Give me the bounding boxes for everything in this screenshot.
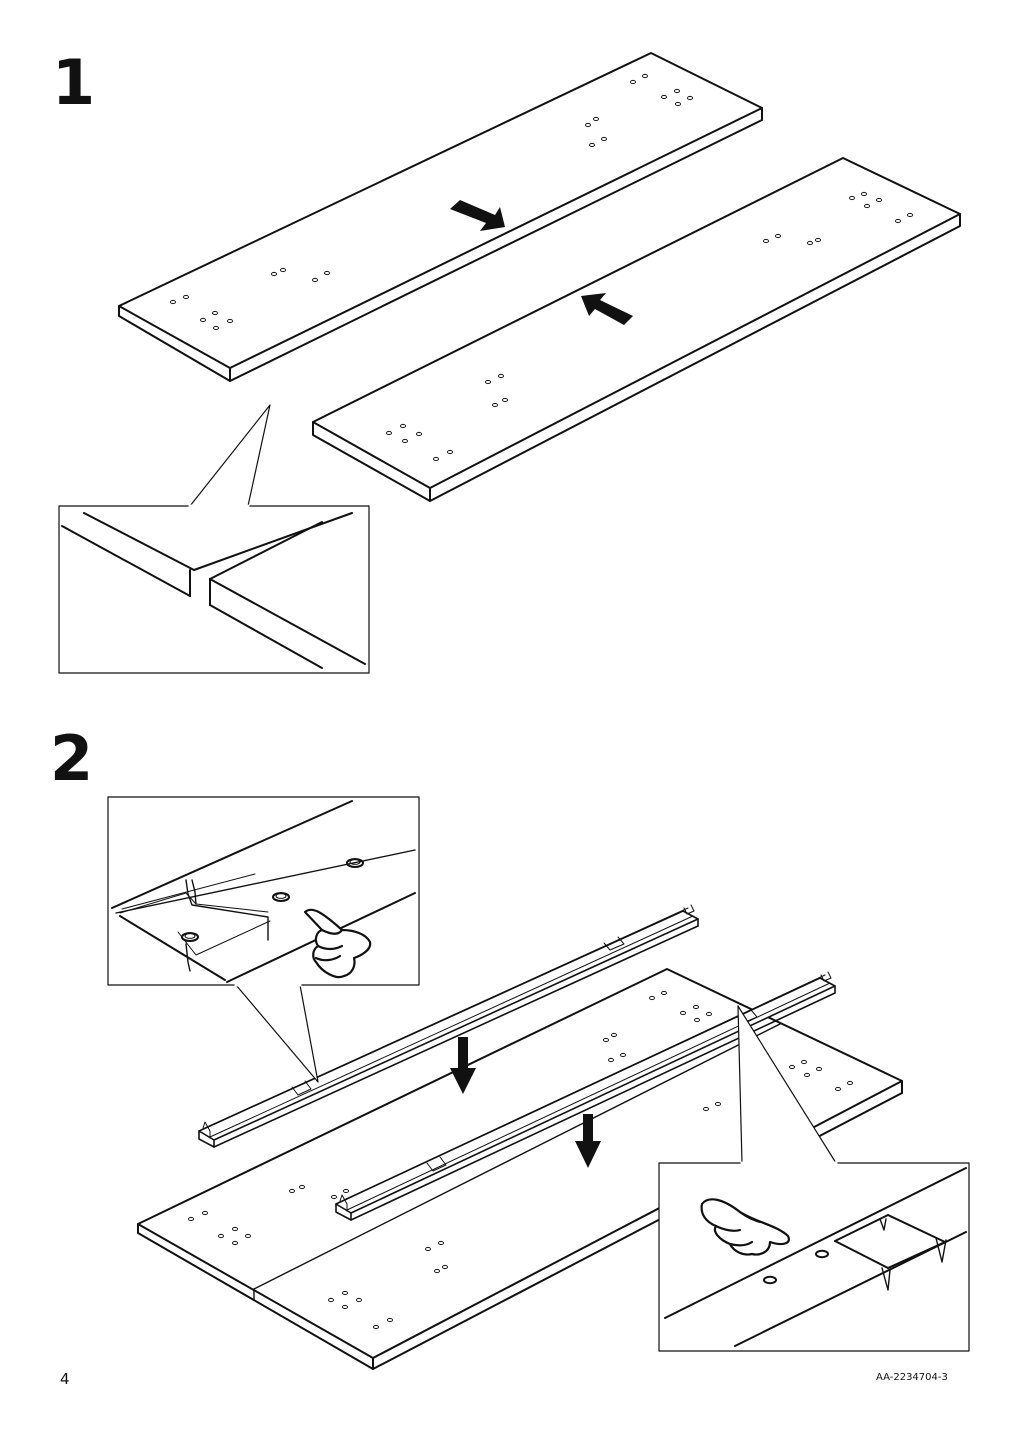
step-2-detail-callout-left [107, 796, 420, 1083]
arrow-left-icon [581, 293, 633, 325]
pointing-hand-icon [700, 1198, 790, 1256]
step-2-panels [137, 968, 903, 1370]
arrow-down-icon [575, 1114, 601, 1168]
document-code: AA-2234704-3 [876, 1372, 948, 1383]
metal-rail-left [198, 904, 699, 1148]
step-1-panel-bottom [312, 157, 961, 502]
arrow-down-icon [450, 1037, 476, 1094]
page-number: 4 [60, 1370, 70, 1388]
step-1-number: 1 [52, 46, 96, 119]
step-2-detail-callout-right [658, 1005, 970, 1352]
pointing-hand-icon [303, 908, 372, 979]
step-2-number: 2 [50, 722, 94, 795]
dowel-holes [188, 990, 853, 1330]
arrow-right-icon [450, 200, 505, 231]
step-1-detail-callout [58, 404, 370, 674]
metal-rail-right [335, 971, 836, 1221]
dowel-holes [386, 191, 913, 462]
dowel-holes [170, 73, 693, 331]
step-1-panel-top [118, 52, 763, 382]
